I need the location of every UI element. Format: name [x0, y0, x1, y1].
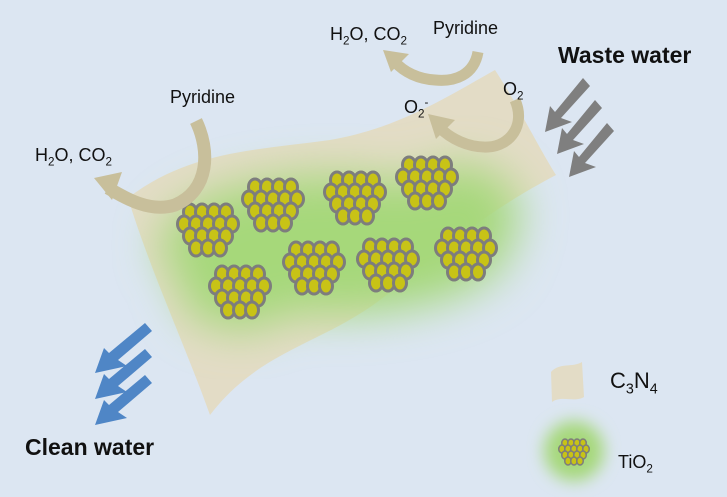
top-products-label: H2O, CO2 — [330, 24, 408, 48]
oxygen-label: O2 — [503, 79, 524, 103]
left-products-label: H2O, CO2 — [35, 145, 113, 169]
superoxide-label: O2- — [404, 96, 429, 121]
tio2-legend-particles — [558, 438, 590, 466]
tio2-particle — [392, 273, 408, 293]
left-pyridine-arrow — [94, 118, 212, 214]
tio2-cluster — [434, 226, 498, 282]
tio2-cluster — [356, 237, 420, 293]
waste-water-arrows — [545, 78, 614, 177]
tio2-particle — [359, 206, 375, 226]
tio2-legend-label: TiO2 — [618, 452, 653, 476]
tio2-cluster — [282, 240, 346, 296]
tio2-cluster — [395, 155, 459, 211]
tio2-cluster — [208, 264, 272, 320]
waste-water-label: Waste water — [558, 42, 692, 68]
c3n4-sheet-icon — [551, 362, 584, 402]
c3n4-legend-label: C3N4 — [610, 368, 658, 398]
tio2-cluster — [176, 202, 240, 258]
tio2-cluster-icon — [544, 421, 604, 481]
clean-water-label: Clean water — [25, 434, 155, 460]
tio2-cluster — [323, 170, 387, 226]
top-pyridine-arrow — [383, 50, 484, 86]
oxygen-arrow — [428, 97, 525, 153]
tio2-particle — [470, 262, 486, 282]
tio2-particle — [318, 276, 334, 296]
tio2-particle — [576, 456, 584, 466]
left-pyridine-label: Pyridine — [170, 87, 236, 107]
tio2-clusters — [176, 155, 498, 320]
tio2-particle — [431, 191, 447, 211]
tio2-particle — [277, 213, 293, 233]
tio2-particle — [244, 300, 260, 320]
tio2-particle — [212, 238, 228, 258]
tio2-cluster — [241, 177, 305, 233]
clean-water-arrows — [95, 323, 152, 425]
top-pyridine-label: Pyridine — [433, 18, 499, 38]
